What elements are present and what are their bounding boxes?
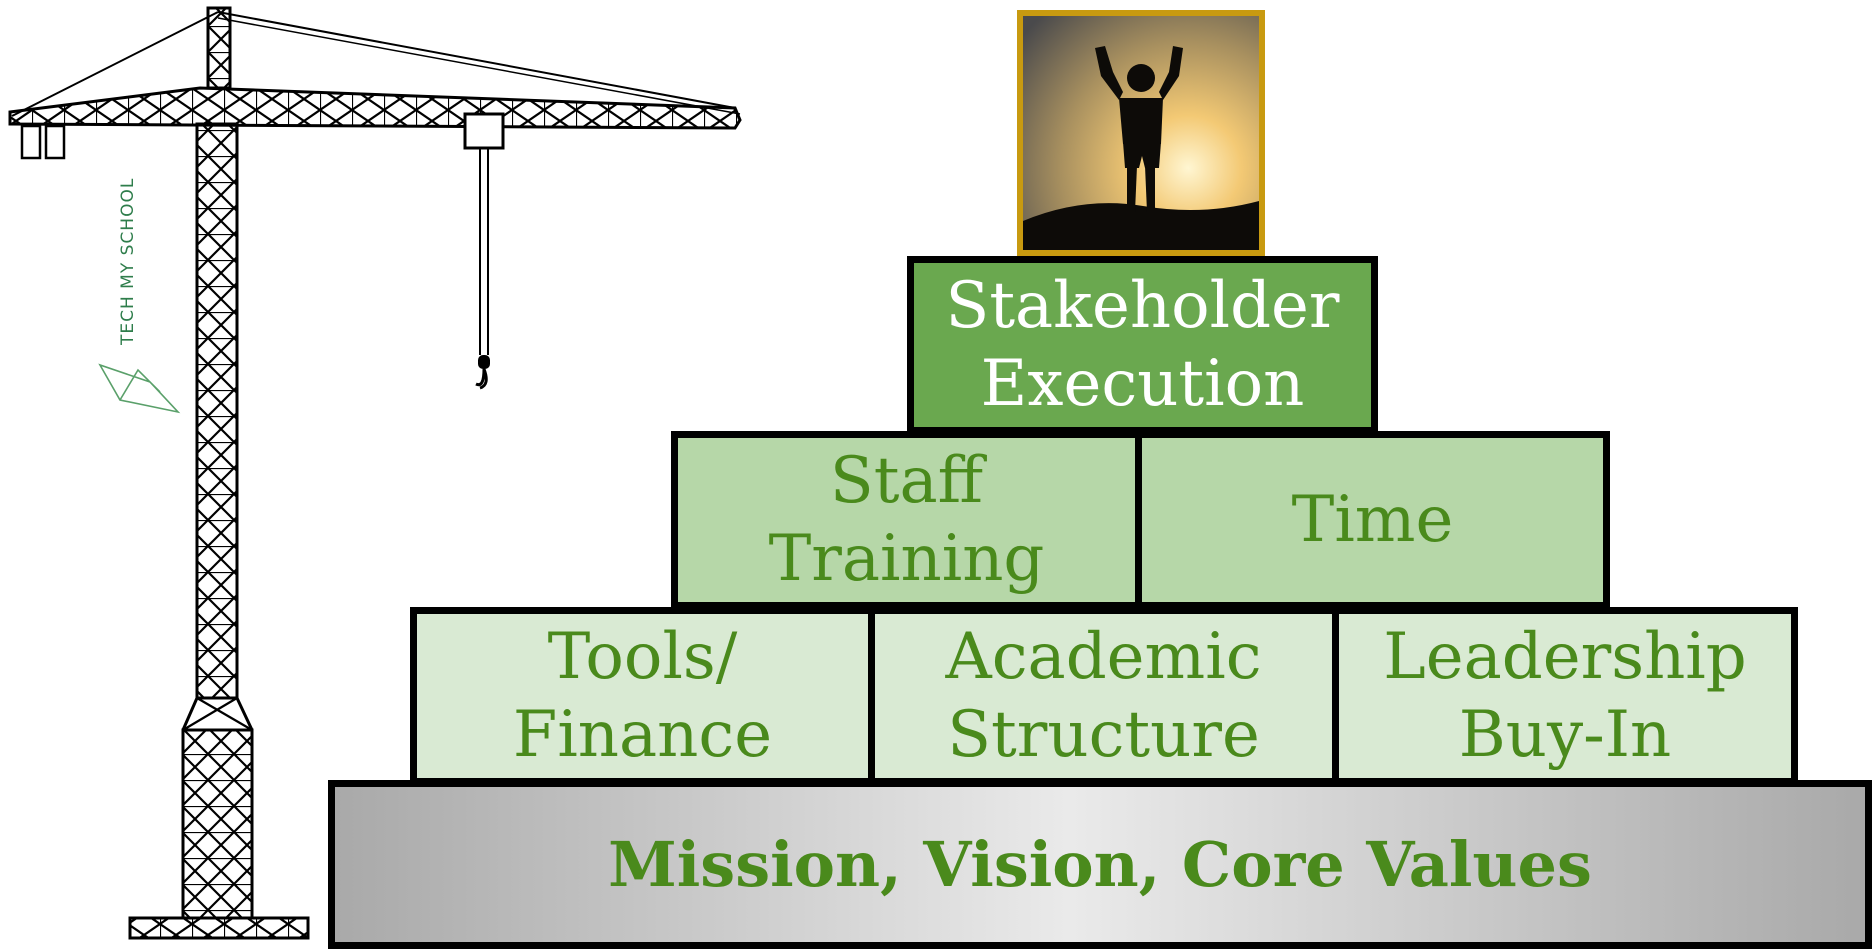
logo-text: TECH MY SCHOOL [118, 177, 138, 345]
block-mission-vision-core-values: Mission, Vision, Core Values [328, 780, 1872, 949]
block-time: Time [1135, 431, 1610, 609]
block-academic-structure: Academic Structure [868, 607, 1339, 785]
crane-illustration [8, 6, 742, 940]
sunset-silhouette-image [1023, 16, 1259, 250]
silhouette-photo [1017, 10, 1265, 256]
block-tools-finance: Tools/ Finance [410, 607, 875, 785]
block-staff-training: Staff Training [671, 431, 1142, 609]
block-stakeholder-execution: Stakeholder Execution [907, 256, 1378, 434]
block-leadership-buy-in: Leadership Buy-In [1332, 607, 1798, 785]
bird-logo-icon [98, 363, 181, 414]
